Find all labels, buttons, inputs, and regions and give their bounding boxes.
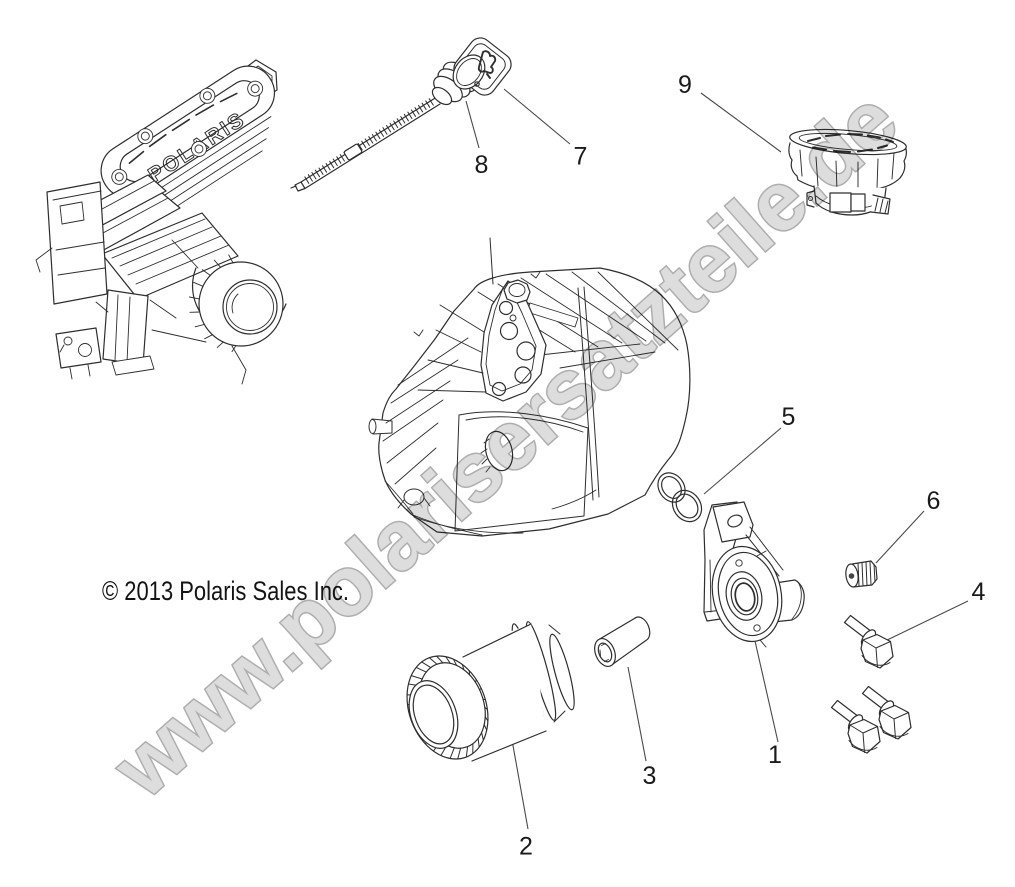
svg-text:6: 6 (927, 487, 941, 515)
svg-text:1: 1 (768, 741, 782, 769)
svg-text:8: 8 (475, 151, 489, 179)
svg-text:© 2013 Polaris Sales Inc.: © 2013 Polaris Sales Inc. (102, 576, 349, 606)
svg-text:5: 5 (782, 403, 796, 431)
svg-text:3: 3 (643, 762, 657, 790)
svg-text:9: 9 (678, 71, 692, 99)
svg-text:2: 2 (519, 833, 533, 861)
svg-text:4: 4 (972, 578, 986, 606)
svg-text:7: 7 (574, 143, 588, 171)
